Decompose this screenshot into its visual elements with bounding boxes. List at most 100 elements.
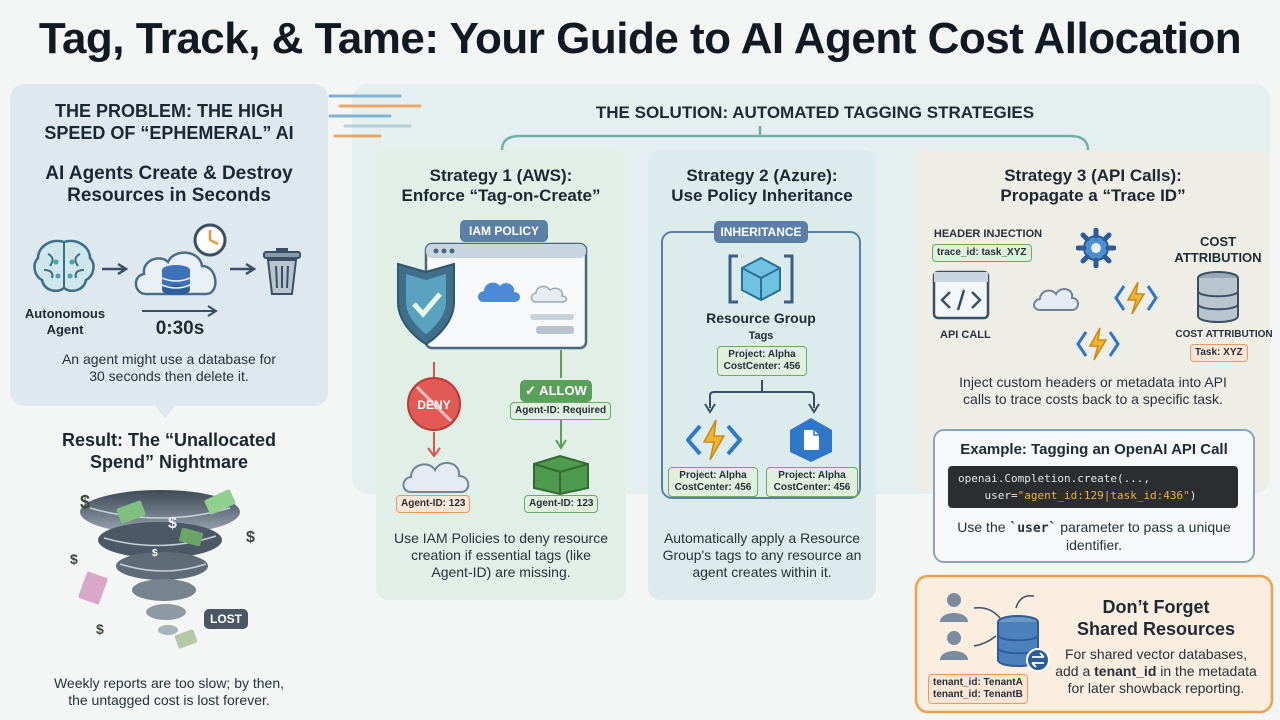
gear-icon: [1076, 228, 1116, 268]
document-hex-icon: [790, 418, 832, 462]
inheritance-badge: INHERITANCE: [714, 221, 808, 243]
strategy3-title-line-1: Strategy 3 (API Calls):: [1004, 166, 1182, 185]
child-tag-right: Project: Alpha CostCenter: 456: [766, 467, 858, 497]
child-tag-right-line-2: CostCenter: 456: [773, 482, 851, 493]
allow-badge: ✓ ALLOW: [520, 380, 592, 402]
group-tag: Project: Alpha CostCenter: 456: [717, 346, 807, 376]
strategy3-description-line-2: calls to trace costs back to a specific …: [963, 391, 1223, 407]
code-snippet: openai.Completion.create(..., user="agen…: [948, 466, 1238, 508]
child-tag-left-line-2: CostCenter: 456: [674, 482, 752, 493]
cloud-database-icon: [134, 223, 227, 296]
function-icon: [686, 419, 742, 461]
brain-icon: [33, 239, 95, 292]
shared-description: For shared vector databases, add a tenan…: [1046, 646, 1266, 697]
tags-label: Tags: [748, 330, 774, 342]
tenant-b-tag: tenant_id: TenantB: [933, 689, 1023, 700]
timeline-arrow-icon: [142, 305, 218, 317]
group-tag-line-1: Project: Alpha: [728, 349, 796, 360]
strategy1-description-line-3: Agent-ID) are missing.: [431, 564, 571, 580]
tenant-tags: tenant_id: TenantA tenant_id: TenantB: [928, 674, 1028, 704]
agent-id-tag-right: Agent-ID: 123: [524, 495, 599, 513]
cost-attribution-top-line-2: ATTRIBUTION: [1174, 250, 1262, 265]
problem-heading: THE PROBLEM: THE HIGH SPEED OF “EPHEMERA…: [10, 100, 328, 144]
problem-description-line-1: An agent might use a database for: [61, 351, 277, 367]
resource-group-icon: [728, 254, 794, 304]
lost-badge: LOST: [204, 609, 248, 629]
agent-label: Autonomous Agent: [10, 306, 120, 338]
trace-id-tag: trace_id: task_XYZ: [932, 244, 1032, 262]
example-description: Use the `user` parameter to pass a uniqu…: [934, 519, 1254, 554]
strategy1-title-line-1: Strategy 1 (AWS):: [429, 166, 573, 185]
problem-subheading-line-1: AI Agents Create & Destroy: [45, 163, 293, 184]
cloud-icon-api: [1033, 288, 1079, 311]
header-injection-label: HEADER INJECTION: [933, 228, 1043, 240]
shared-heading-line-2: Shared Resources: [1076, 619, 1236, 639]
api-window-icon: [932, 270, 990, 320]
shared-desc-text-c: in the metadata: [1156, 663, 1257, 679]
policy-window-icon: [397, 242, 588, 350]
arrow-right-icon: [102, 262, 129, 276]
tornado-icon: $ $ $ $ $ $: [70, 489, 255, 649]
strategy2-title-line-2: Use Policy Inheritance: [671, 186, 853, 205]
resource-box-icon: [533, 454, 589, 496]
strategy3-title-line-2: Propagate a “Trace ID”: [1000, 186, 1186, 205]
code-line-2: user="agent_id:129|task_id:436"): [958, 487, 1228, 504]
svg-text:$: $: [70, 551, 78, 567]
problem-description: An agent might use a database for 30 sec…: [10, 351, 328, 385]
inheritance-arrows-icon: [704, 380, 820, 414]
strategy2-description-line-3: agent creates within it.: [692, 564, 832, 580]
strategy1-description-line-1: Use IAM Policies to deny resource: [394, 530, 608, 546]
shared-description-line-2: add a tenant_id in the metadata: [1046, 663, 1266, 680]
result-heading: Result: The “Unallocated Spend” Nightmar…: [10, 429, 328, 473]
strategy2-description-line-2: Group's tags to any resource an: [662, 547, 862, 563]
strategy3-description-line-1: Inject custom headers or metadata into A…: [959, 374, 1227, 390]
timer-label: 0:30s: [155, 318, 205, 339]
agent-label-line-2: Agent: [46, 322, 84, 337]
shared-heading-line-1: Don’t Forget: [1102, 597, 1210, 617]
strategy1-description: Use IAM Policies to deny resource creati…: [376, 530, 626, 581]
arrow-right-icon-2: [230, 262, 257, 276]
lightning-icon-2: [1076, 327, 1120, 361]
example-desc-code: `user`: [1009, 521, 1057, 536]
result-description: Weekly reports are too slow; by then, th…: [10, 675, 328, 709]
group-tag-line-2: CostCenter: 456: [723, 361, 801, 372]
shared-description-line-3: for later showback reporting.: [1067, 680, 1245, 696]
child-tag-right-line-1: Project: Alpha: [778, 470, 846, 481]
code-line-2-close: ): [1189, 489, 1197, 502]
strategy3-title: Strategy 3 (API Calls): Propagate a “Tra…: [916, 166, 1270, 206]
shared-description-line-1: For shared vector databases,: [1064, 646, 1248, 662]
lightning-icon: [1114, 281, 1158, 315]
tenant-a-tag: tenant_id: TenantA: [933, 677, 1023, 688]
required-tag: Agent-ID: Required: [510, 402, 612, 420]
allow-arrow-icon: [555, 350, 567, 450]
api-call-label: API CALL: [940, 329, 991, 341]
iam-policy-badge: IAM POLICY: [460, 220, 548, 242]
strategy2-description-line-1: Automatically apply a Resource: [663, 530, 861, 546]
strategy3-description: Inject custom headers or metadata into A…: [916, 374, 1270, 408]
problem-subheading-line-2: Resources in Seconds: [67, 185, 271, 206]
example-description-line-1: Use the `user` parameter to pass a uniqu…: [934, 519, 1254, 537]
code-line-2-string: "agent_id:129|task_id:436": [1017, 489, 1190, 502]
code-line-2-key: user=: [958, 489, 1018, 502]
cloud-icon-denied: [402, 461, 470, 493]
svg-text:$: $: [168, 515, 177, 532]
strategy1-title-line-2: Enforce “Tag-on-Create”: [401, 186, 601, 205]
code-line-1: openai.Completion.create(...,: [958, 472, 1151, 485]
task-tag: Task: XYZ: [1190, 344, 1248, 362]
solution-heading: THE SOLUTION: AUTOMATED TAGGING STRATEGI…: [595, 103, 1035, 122]
resource-group-label: Resource Group: [706, 310, 816, 326]
shared-heading: Don’t Forget Shared Resources: [1046, 596, 1266, 640]
result-description-line-2: the untagged cost is lost forever.: [68, 692, 270, 708]
shared-desc-text-a: add a: [1055, 663, 1095, 679]
problem-heading-line-1: THE PROBLEM: THE HIGH: [55, 101, 283, 121]
example-desc-text-a: Use the: [957, 519, 1010, 535]
agent-label-line-1: Autonomous: [24, 306, 106, 321]
shared-desc-tenant-id: tenant_id: [1094, 663, 1157, 679]
svg-text:$: $: [80, 492, 90, 512]
database-icon: [1197, 271, 1239, 323]
strategy2-title-line-1: Strategy 2 (Azure):: [686, 166, 838, 185]
strategy2-description: Automatically apply a Resource Group's t…: [648, 530, 876, 581]
cost-attribution-bottom-label: COST ATTRIBUTION: [1175, 329, 1273, 340]
page-title: Tag, Track, & Tame: Your Guide to AI Age…: [38, 14, 1242, 63]
trash-icon: [263, 248, 301, 295]
